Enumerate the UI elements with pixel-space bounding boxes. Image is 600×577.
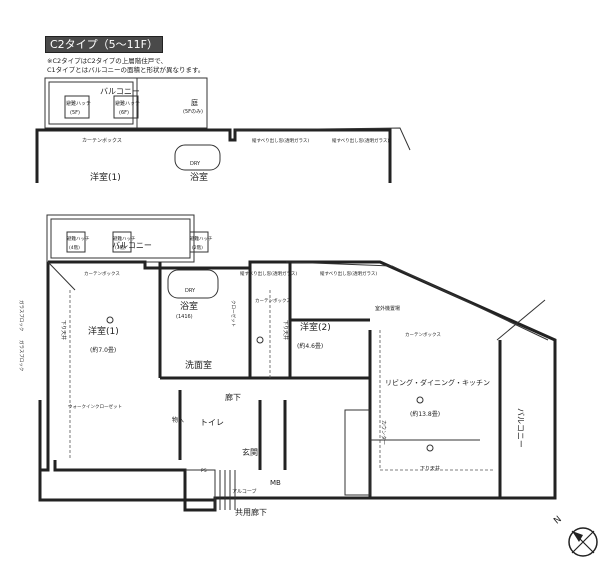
hatch-c-sub: (2階) [192, 244, 203, 251]
curtain-box-2: カーテンボックス [255, 297, 291, 304]
upper-window1: 縦すべり出し窓(透明ガラス) [252, 137, 309, 144]
compass-icon: N [552, 515, 598, 557]
window-1: 縦すべり出し窓(透明ガラス) [240, 270, 297, 277]
outdoor-unit: 室外機置場 [375, 305, 400, 312]
lowered-ceiling-2: 下り天井 [282, 320, 289, 340]
upper-bath: 浴室 [190, 171, 208, 183]
note-line-2: C1タイプとはバルコニーの面積と形状が異なります。 [47, 66, 205, 74]
western-room2: 洋室(2) [300, 321, 331, 333]
upper-hatch1-sub: (5F) [70, 110, 80, 116]
walk-in-closet: ウォークインクローゼット [68, 403, 122, 410]
main-plan: バルコニー 避難ハッチ (4階) 避難ハッチ (3階) 避難ハッチ (2階) カ… [18, 214, 557, 517]
western-room1-size: (約7.0畳) [90, 346, 116, 354]
hatch-a: 避難ハッチ [67, 235, 90, 242]
storage: 物入 [172, 416, 184, 424]
entrance: 玄関 [242, 447, 258, 457]
garden-label: 庭 [191, 98, 198, 107]
washroom: 洗面室 [185, 359, 212, 371]
note-line-1: ※C2タイプはC2タイプの上層階住戸で、 [47, 57, 168, 65]
upper-dry: DRY [190, 161, 201, 167]
ps-label: PS [201, 468, 207, 474]
garden-sub: (5Fのみ) [183, 109, 203, 115]
compass-north: N [552, 515, 564, 527]
upper-balcony-label: バルコニー [100, 87, 140, 96]
curtain-box-3: カーテンボックス [405, 331, 441, 338]
lowered-ceiling-3: 下り天井 [420, 465, 440, 472]
hatch-b-sub: (3階) [115, 244, 126, 251]
glass-block-2: ガラスブロック [18, 340, 25, 371]
ldk-size: (約13.8畳) [410, 410, 440, 418]
upper-hatch2-sub: (6F) [119, 110, 129, 116]
type-badge: C2タイプ（5〜11F） [45, 36, 164, 53]
upper-window2: 縦すべり出し窓(透明ガラス) [332, 137, 389, 144]
hatch-b: 避難ハッチ [113, 235, 136, 242]
bath-size: (1416) [176, 314, 193, 320]
dry-label: DRY [185, 288, 196, 294]
hatch-a-sub: (4階) [69, 244, 80, 251]
lowered-ceiling-1: 下り天井 [60, 320, 67, 340]
window-2: 縦すべり出し窓(透明ガラス) [320, 270, 377, 277]
upper-hatch1-label: 避難ハッチ [66, 100, 91, 107]
western-room2-size: (約4.6畳) [297, 342, 323, 350]
upper-plan: バルコニー 避難ハッチ (5F) 避難ハッチ (6F) 庭 (5Fのみ) カーテ… [35, 77, 411, 183]
toilet: トイレ [200, 418, 224, 427]
upper-hatch2-label: 避難ハッチ [115, 100, 140, 107]
hatch-c: 避難ハッチ [190, 235, 213, 242]
western-room1: 洋室(1) [88, 325, 119, 337]
balcony-label: バルコニー [112, 241, 152, 250]
ldk-label: リビング・ダイニング・キッチン [385, 378, 490, 387]
curtain-box-1: カーテンボックス [84, 270, 120, 277]
corridor: 廊下 [225, 392, 241, 402]
upper-curtain-box: カーテンボックス [82, 137, 122, 144]
alcove: アルコーブ [232, 488, 257, 495]
bath: 浴室 [180, 300, 198, 312]
glass-block-1: ガラスブロック [18, 300, 25, 331]
upper-western-room1: 洋室(1) [90, 171, 121, 183]
balcony-right: バルコニー [516, 408, 525, 448]
shared-corridor: 共用廊下 [235, 507, 267, 517]
closet: クローゼット [230, 300, 237, 327]
counter: カウンター [380, 420, 387, 445]
mb-label: MB [270, 479, 281, 487]
